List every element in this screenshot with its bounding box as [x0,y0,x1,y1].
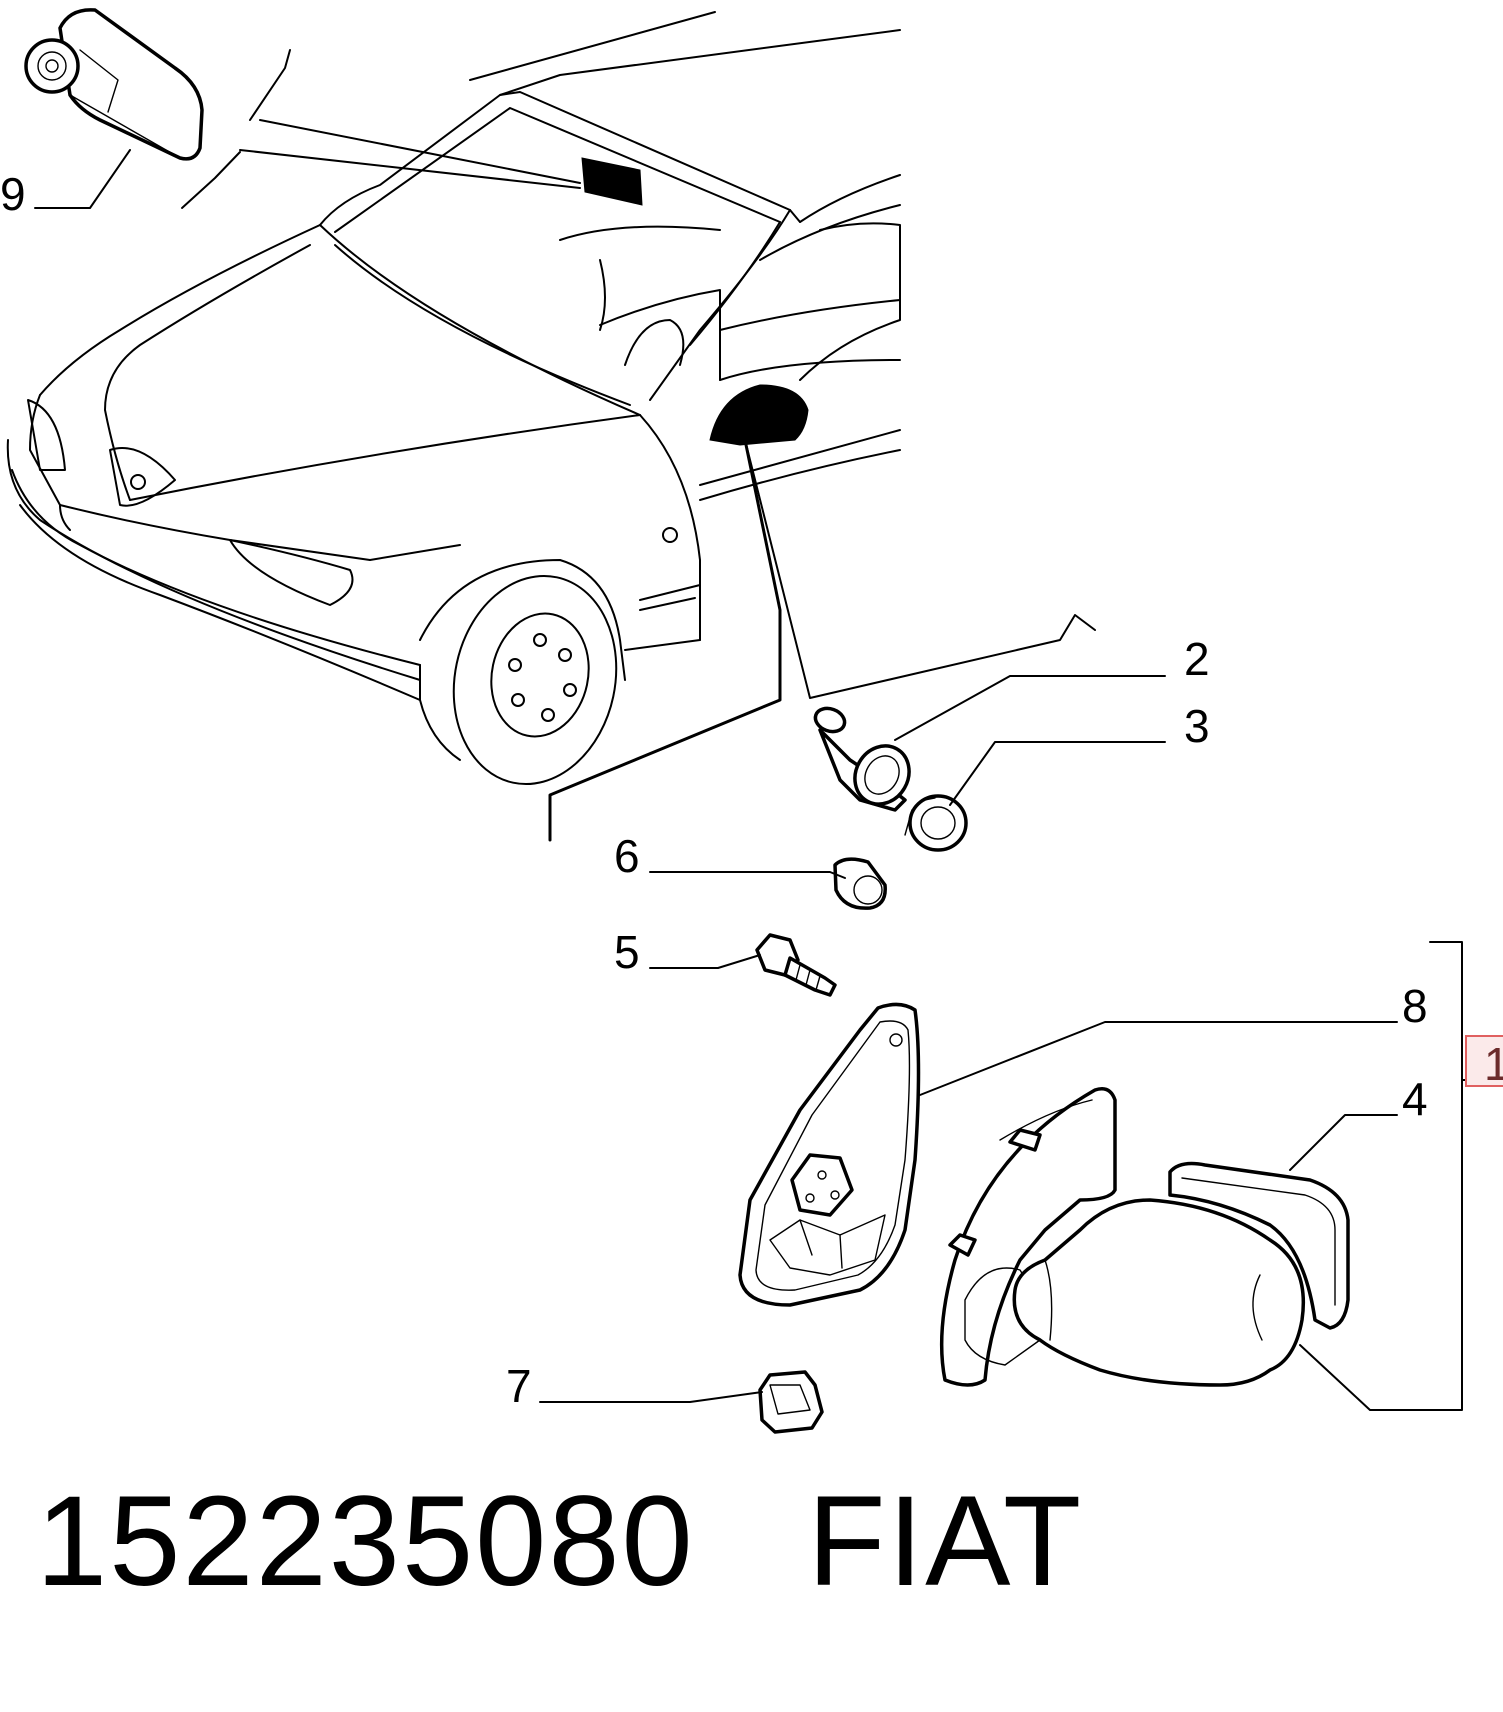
car-outline [6,11,901,786]
callout-9: 9 [0,168,26,220]
part-5-screw [755,933,837,997]
part-8-mirror-glass [738,1002,921,1307]
callout-4: 4 [1402,1073,1428,1125]
part-2-boot [813,706,911,812]
callout-7: 7 [506,1360,532,1412]
part-6-nut [833,857,887,910]
callout-5: 5 [614,926,640,978]
callout-1: 1 [1484,1038,1503,1090]
caption-gap [695,1470,808,1613]
part-3-grommet [904,794,968,852]
leader-lines [34,149,1476,1411]
part-number: 152235080 [36,1470,695,1613]
part-caption: 152235080 FIAT [36,1478,1083,1606]
brand-name: FIAT [807,1470,1084,1613]
callout-8: 8 [1402,980,1428,1032]
callout-1-highlight-box [1465,1035,1503,1087]
callout-labels: 9 2 3 6 5 8 4 7 1 [0,168,1503,1412]
callout-2: 2 [1184,633,1210,685]
rearview-mirror-on-car-marker [581,157,643,206]
part-1-mirror-housing [939,1087,1350,1387]
part-9-rearview-mirror [24,8,204,161]
callout-3: 3 [1184,700,1210,752]
callout-6: 6 [614,830,640,882]
part-7-clip [758,1370,824,1434]
mirror-on-car-marker [709,384,809,446]
